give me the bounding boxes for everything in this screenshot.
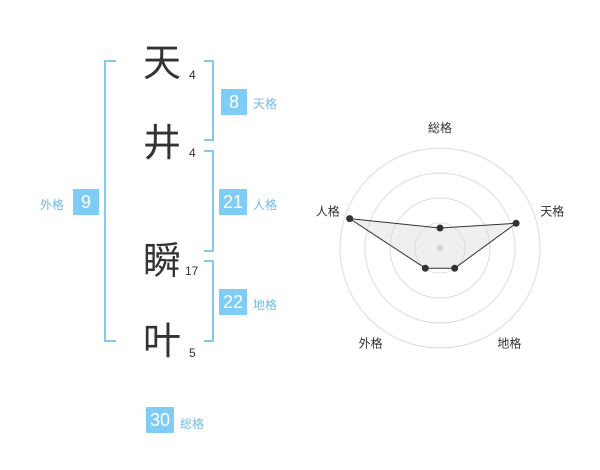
chikaku-bracket: [204, 260, 214, 342]
gaikaku-value: 9: [73, 189, 99, 215]
chikaku-label: 地格: [253, 298, 278, 312]
radar-shape: [349, 218, 518, 269]
stroke-count-4: 5: [189, 346, 196, 360]
stroke-count-2: 4: [189, 146, 196, 160]
stroke-count-3: 17: [185, 264, 199, 278]
gaikaku-label: 外格: [40, 198, 65, 212]
jinkaku-value: 21: [219, 189, 247, 215]
tenkaku-label: 天格: [253, 97, 278, 111]
radar-axis-label: 地格: [497, 335, 521, 350]
radar-ring: [364, 172, 516, 324]
radar-axis-label: 人格: [316, 204, 340, 219]
chikaku-value: 22: [219, 289, 247, 315]
radar-point-5: [346, 215, 354, 223]
soukaku-label: 総格: [180, 417, 205, 431]
radar-ring: [414, 222, 466, 274]
name-char-3: 瞬: [143, 239, 182, 283]
radar-point-2: [512, 219, 520, 227]
radar-ring: [339, 147, 541, 349]
radar-point-3: [451, 264, 459, 272]
name-char-2: 井: [143, 121, 182, 165]
name-char-1: 天: [143, 41, 182, 85]
jinkaku-label: 人格: [253, 198, 278, 212]
name-char-4: 叶: [143, 319, 182, 363]
radar-axis-label: 天格: [540, 204, 564, 219]
radar-point-1: [436, 224, 444, 232]
radar-axis-label: 総格: [428, 120, 452, 135]
stroke-count-1: 4: [189, 68, 196, 82]
radar-ring: [389, 197, 491, 299]
radar-point-4: [421, 264, 429, 272]
radar-axis-label: 外格: [359, 335, 383, 350]
radar-center: [437, 245, 443, 251]
soukaku-value: 30: [146, 407, 174, 433]
jinkaku-bracket: [204, 150, 214, 252]
gaikaku-bracket: [104, 60, 116, 342]
tenkaku-bracket: [204, 60, 214, 141]
tenkaku-value: 8: [221, 89, 247, 115]
